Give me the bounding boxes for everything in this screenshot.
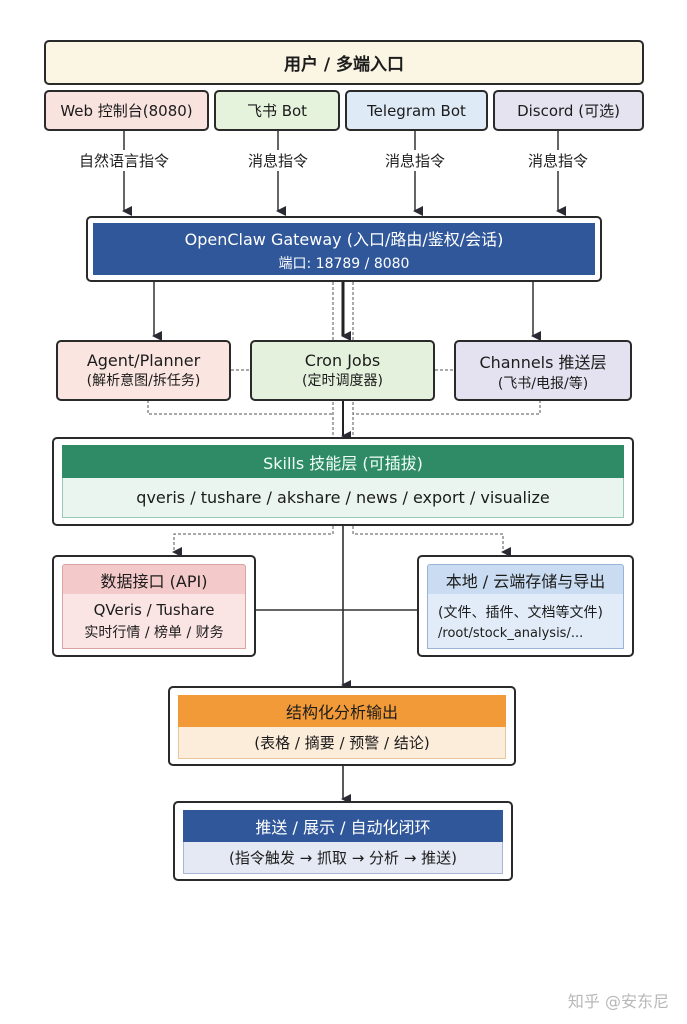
final-title: 推送 / 展示 / 自动化闭环 — [255, 818, 431, 837]
data-api-title: 数据接口 (API) — [100, 572, 208, 591]
edge-label-discord: 消息指令 — [508, 150, 608, 171]
channels-box: Channels 推送层 (飞书/电报/等) — [454, 340, 632, 401]
output-subtitle: (表格 / 摘要 / 预警 / 结论) — [254, 734, 430, 752]
entry-discord-label: Discord (可选) — [517, 102, 620, 120]
final-frame: 推送 / 展示 / 自动化闭环 (指令触发 → 抓取 → 分析 → 推送) — [173, 801, 513, 881]
entry-web-console: Web 控制台(8080) — [44, 90, 209, 131]
storage-title: 本地 / 云端存储与导出 — [445, 572, 606, 591]
final-header: 推送 / 展示 / 自动化闭环 — [183, 810, 503, 842]
data-api-body: QVeris / Tushare 实时行情 / 榜单 / 财务 — [62, 594, 246, 649]
storage-header: 本地 / 云端存储与导出 — [427, 564, 624, 596]
skills-body: qveris / tushare / akshare / news / expo… — [62, 478, 624, 518]
edge-label-web: 自然语言指令 — [64, 150, 184, 171]
agent-planner-box: Agent/Planner (解析意图/拆任务) — [56, 340, 231, 401]
channels-title: Channels 推送层 — [479, 352, 607, 372]
final-subtitle: (指令触发 → 抓取 → 分析 → 推送) — [228, 849, 458, 867]
cron-jobs-box: Cron Jobs (定时调度器) — [250, 340, 435, 401]
output-frame: 结构化分析输出 (表格 / 摘要 / 预警 / 结论) — [168, 686, 516, 766]
skills-header: Skills 技能层 (可插拔) — [62, 445, 624, 478]
entry-discord: Discord (可选) — [493, 90, 644, 131]
skills-frame: Skills 技能层 (可插拔) qveris / tushare / aksh… — [52, 437, 634, 526]
gateway-frame: OpenClaw Gateway (入口/路由/鉴权/会话) 端口: 18789… — [86, 216, 602, 282]
data-api-line2: 实时行情 / 榜单 / 财务 — [84, 624, 224, 641]
final-body: (指令触发 → 抓取 → 分析 → 推送) — [183, 842, 503, 874]
entry-feishu-bot: 飞书 Bot — [214, 90, 340, 131]
cron-jobs-subtitle: (定时调度器) — [302, 373, 383, 389]
gateway-box: OpenClaw Gateway (入口/路由/鉴权/会话) 端口: 18789… — [93, 223, 595, 275]
agent-planner-title: Agent/Planner — [86, 351, 201, 370]
users-entry-title: 用户 / 多端入口 — [283, 55, 405, 75]
output-title: 结构化分析输出 — [285, 703, 398, 722]
cron-jobs-title: Cron Jobs — [304, 351, 381, 370]
gateway-title: OpenClaw Gateway (入口/路由/鉴权/会话) — [184, 229, 504, 249]
data-api-line1: QVeris / Tushare — [93, 600, 215, 619]
data-api-header: 数据接口 (API) — [62, 564, 246, 596]
users-entry-box: 用户 / 多端入口 — [44, 40, 644, 85]
storage-frame: 本地 / 云端存储与导出 (文件、插件、文档等文件) /root/stock_a… — [417, 555, 634, 657]
entry-web-console-label: Web 控制台(8080) — [60, 102, 193, 120]
output-header: 结构化分析输出 — [178, 695, 506, 727]
agent-planner-subtitle: (解析意图/拆任务) — [86, 373, 201, 389]
gateway-subtitle: 端口: 18789 / 8080 — [278, 255, 410, 272]
entry-feishu-bot-label: 飞书 Bot — [246, 102, 308, 120]
edge-label-telegram: 消息指令 — [365, 150, 465, 171]
data-api-frame: 数据接口 (API) QVeris / Tushare 实时行情 / 榜单 / … — [52, 555, 256, 657]
watermark: 知乎 @安东尼 — [567, 992, 669, 1011]
channels-subtitle: (飞书/电报/等) — [497, 375, 589, 392]
entry-telegram-bot-label: Telegram Bot — [367, 101, 466, 120]
edge-label-feishu: 消息指令 — [228, 150, 328, 171]
storage-line2: /root/stock_analysis/... — [438, 625, 584, 641]
storage-line1: (文件、插件、文档等文件) — [438, 604, 603, 621]
skills-items: qveris / tushare / akshare / news / expo… — [136, 488, 550, 507]
skills-title: Skills 技能层 (可插拔) — [263, 453, 423, 473]
output-body: (表格 / 摘要 / 预警 / 结论) — [178, 727, 506, 759]
entry-telegram-bot: Telegram Bot — [345, 90, 488, 131]
storage-body: (文件、插件、文档等文件) /root/stock_analysis/... — [427, 594, 624, 649]
